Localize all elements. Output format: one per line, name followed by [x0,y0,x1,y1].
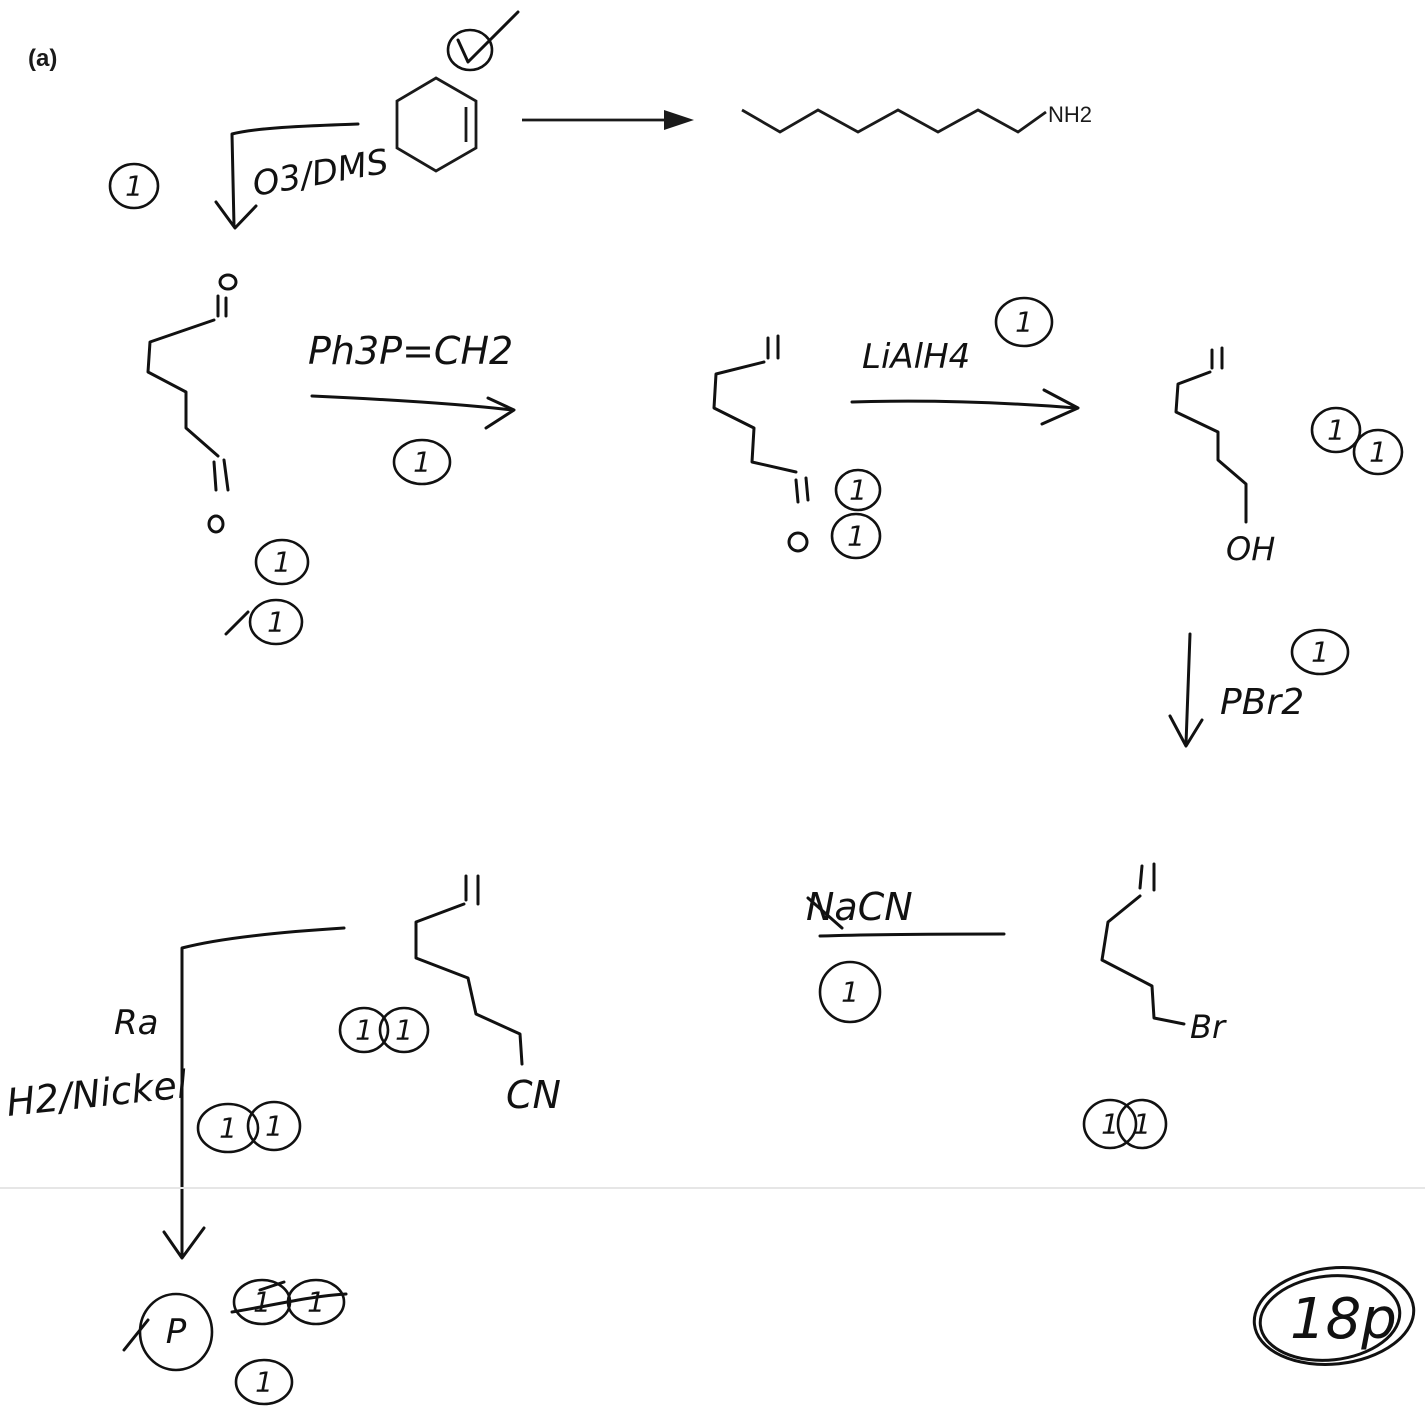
score-mark: 1 [196,1102,260,1154]
svg-text:1: 1 [273,546,291,579]
hydrogenation-step: Ra H2/Nickel [4,926,346,1260]
score-mark: 1 [1116,1098,1168,1150]
total-score: 18p [1252,1266,1416,1366]
wittig-reagent: Ph3P=CH2 [308,329,513,373]
score-mark: 1 [830,512,882,560]
svg-text:1: 1 [125,170,143,203]
alkenyl-aldehyde-structure [712,334,810,553]
check-mark [446,10,520,72]
svg-text:1: 1 [219,1112,237,1145]
ozonolysis-step: O3/DMS [214,122,392,230]
reduction-reagent: LiAlH4 [862,337,970,377]
alkenyl-bromide-structure: Br [1100,862,1227,1046]
score-mark: 1 [392,438,452,486]
svg-text:1: 1 [1015,306,1033,339]
dialdehyde-structure [146,273,238,534]
score-mark: 1 [108,162,160,210]
score-mark: 1 [1290,628,1350,676]
hydrogenation-top-reagent: Ra [114,1003,158,1043]
part-label: (a) [28,45,57,72]
score-mark: 1 [818,960,882,1024]
bromide-group-label: Br [1190,1008,1227,1046]
svg-text:1: 1 [1101,1108,1119,1141]
total-score-label: 18p [1290,1287,1397,1352]
score-mark: 1 [1082,1098,1138,1150]
cyclohexene-structure [395,76,478,173]
svg-text:1: 1 [841,976,859,1009]
reduction-step: LiAlH4 [850,337,1080,426]
svg-text:1: 1 [355,1014,373,1047]
svg-text:1: 1 [1369,436,1387,469]
svg-text:1: 1 [849,474,867,507]
bromination-reagent: PBr2 [1220,682,1304,723]
amine-group-label: NH2 [1048,102,1092,127]
score-mark: 1 [1352,428,1404,476]
alcohol-group-label: OH [1226,530,1275,568]
crossed-score-mark: 1 [230,1278,348,1326]
score-mark: 1 [246,1100,302,1152]
nitrile-group-label: CN [506,1073,561,1117]
target-arrow [522,110,694,130]
score-mark: 1 [994,296,1054,348]
target-amine-structure: NH2 [741,102,1092,134]
svg-text:1: 1 [847,520,865,553]
bromination-step: PBr2 [1168,632,1304,748]
alkenyl-alcohol-structure: OH [1174,346,1275,568]
svg-text:1: 1 [1311,636,1329,669]
score-mark: 1 [834,468,882,512]
score-mark: 1 [234,1358,294,1406]
product-mark: P [122,1292,214,1372]
cyanide-step: NaCN [806,885,1006,938]
svg-text:1: 1 [253,1286,271,1319]
score-mark: 1 [378,1006,430,1054]
svg-text:1: 1 [307,1286,325,1319]
svg-text:1: 1 [255,1366,273,1399]
score-mark: 1 [224,598,304,646]
svg-text:1: 1 [413,446,431,479]
wittig-step: Ph3P=CH2 [308,329,516,430]
score-mark: 1 [1310,406,1362,454]
svg-text:P: P [166,1312,187,1352]
ozonolysis-reagent: O3/DMS [250,142,392,205]
svg-text:1: 1 [267,606,285,639]
svg-text:1: 1 [265,1110,283,1143]
svg-text:1: 1 [395,1014,413,1047]
cyanide-reagent: NaCN [806,885,913,929]
score-mark: 1 [338,1006,390,1054]
nitrile-structure: CN [414,874,561,1117]
svg-text:1: 1 [1327,414,1345,447]
score-mark: 1 [254,538,310,586]
hydrogenation-reagent: H2/Nickel [4,1062,189,1125]
svg-text:1: 1 [1133,1108,1151,1141]
